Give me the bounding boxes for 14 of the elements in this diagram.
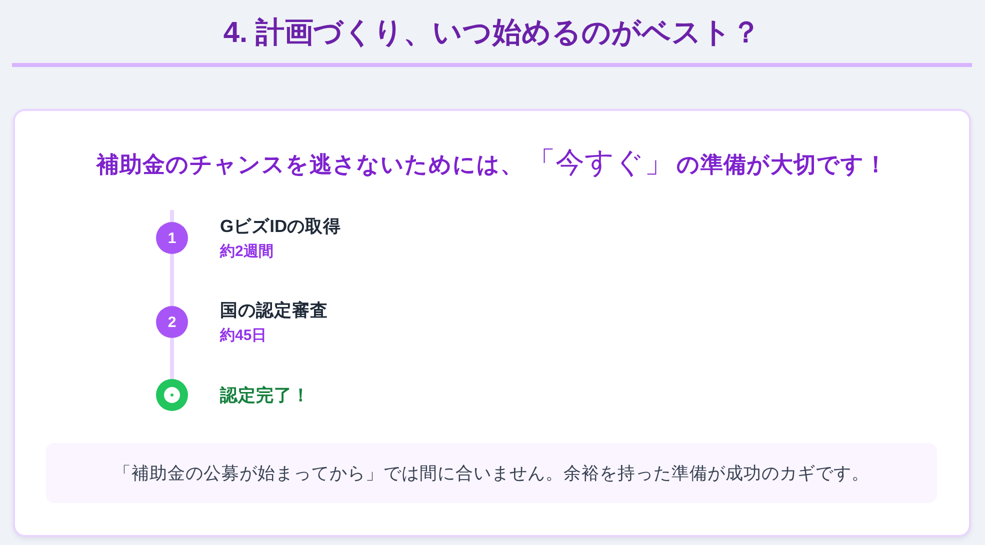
card: [13, 109, 971, 537]
step-title: 認定完了！: [220, 384, 310, 407]
note-box: 「補助金の公募が始まってから」では間に合いません。余裕を持った準備が成功のカギです。: [46, 443, 937, 503]
step-circle: 1: [156, 222, 188, 254]
connector-line: [170, 254, 174, 306]
step-circle: 2: [156, 306, 188, 338]
step-title: 国の認定審査: [220, 299, 328, 322]
connector-line: [170, 338, 174, 379]
status-circle: [156, 379, 188, 411]
card-heading: 補助金のチャンスを逃さないためには、「今すぐ」の準備が大切です！: [96, 146, 888, 181]
title: 4. 計画づくり、いつ始めるのがベスト？: [223, 16, 761, 51]
step-title: GビズIDの取得: [220, 215, 342, 238]
step-duration: 約45日: [220, 326, 267, 346]
step-duration: 約2週間: [220, 242, 274, 262]
